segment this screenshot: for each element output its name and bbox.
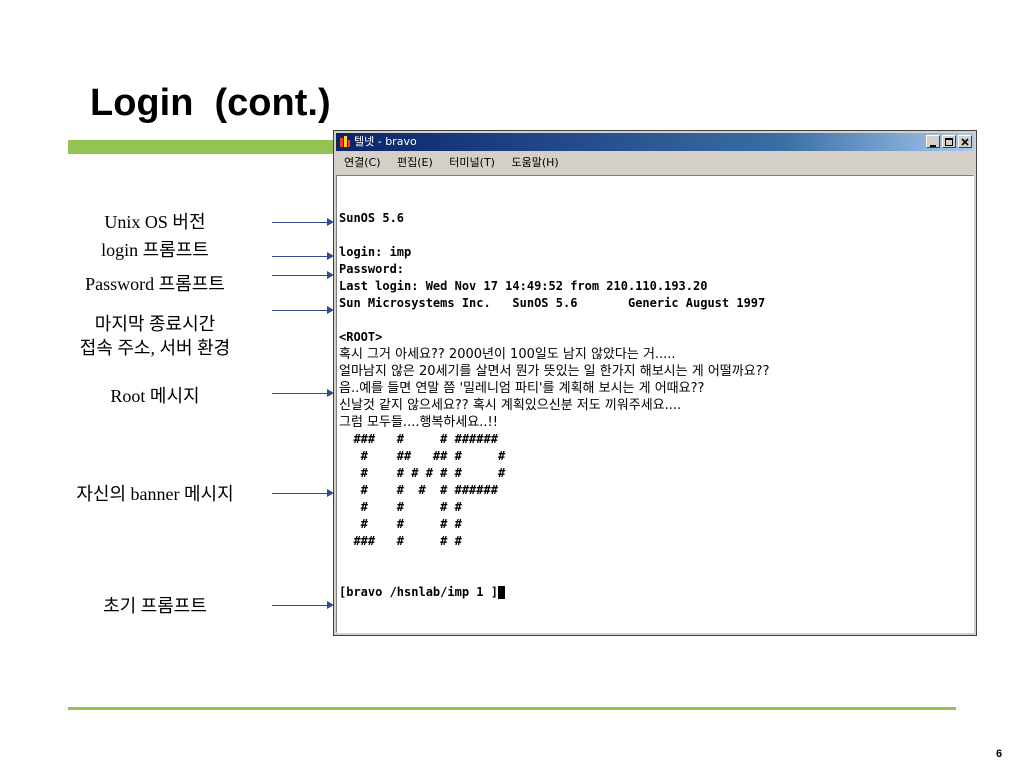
terminal-line-banner: # ## ## # # [339, 449, 506, 463]
terminal-line-banner: # # # # # # # [339, 466, 506, 480]
menu-terminal[interactable]: 터미널(T) [449, 156, 495, 169]
annotation-banner-message: 자신의 banner 메시지 [76, 484, 234, 504]
title-accent-bar [68, 140, 334, 154]
annotation-root-message: Root 메시지 [110, 386, 200, 406]
terminal-line-root-message: 혹시 그거 아세요?? 2000년이 100일도 남지 않았다는 거..... [339, 347, 676, 362]
terminal-cursor [497, 586, 505, 599]
terminal-line-os-version: SunOS 5.6 [339, 211, 405, 225]
terminal-line-blank [339, 227, 973, 244]
terminal-line-banner: # # # # [339, 500, 462, 514]
arrow-root-message [272, 389, 334, 397]
telnet-app-icon [340, 136, 350, 147]
terminal-line-root-tag: <ROOT> [339, 330, 383, 344]
annotation-last-login: 마지막 종료시간 접속 주소, 서버 환경 [79, 314, 231, 358]
terminal-line-login: login: imp [339, 245, 412, 259]
slide-title: Login (cont.) [90, 82, 331, 124]
minimize-icon [930, 145, 936, 147]
arrow-initial-prompt [272, 601, 334, 609]
terminal-line-last-login: Last login: Wed Nov 17 14:49:52 from 210… [339, 279, 708, 293]
maximize-icon [945, 138, 953, 146]
telnet-window: 텔넷 - bravo 연결(C) 편집(E) 터미널(T) 도움말(H) Sun… [333, 130, 977, 636]
annotation-login-prompt: login 프롬프트 [101, 240, 209, 260]
terminal-line-root-message: 얼마남지 않은 20세기를 살면서 뭔가 뜻있는 일 한가지 해보시는 게 어떨… [339, 364, 770, 379]
footer-accent-bar [68, 707, 956, 710]
terminal-line-password: Password: [339, 262, 405, 276]
arrow-password-prompt [272, 271, 334, 279]
terminal-line-banner: # # # # ###### [339, 483, 498, 497]
menu-help[interactable]: 도움말(H) [511, 156, 559, 169]
terminal-line-system-info: Sun Microsystems Inc. SunOS 5.6 Generic … [339, 296, 766, 310]
arrow-last-login [272, 306, 334, 314]
terminal-line-banner: ### # # # [339, 534, 462, 548]
annotation-initial-prompt: 초기 프롬프트 [103, 596, 207, 616]
arrow-login-prompt [272, 252, 334, 260]
terminal-line-blank [339, 312, 973, 329]
terminal-line-blank [339, 550, 973, 567]
page-number: 6 [996, 748, 1003, 760]
close-icon [961, 138, 969, 146]
menu-bar: 연결(C) 편집(E) 터미널(T) 도움말(H) [336, 153, 974, 173]
terminal-line-banner: # # # # [339, 517, 462, 531]
terminal-line-root-message: 그럼 모두들....행복하세요..!! [339, 415, 498, 430]
arrow-banner-message [272, 489, 334, 497]
menu-edit[interactable]: 편집(E) [397, 156, 433, 169]
terminal-line-blank [339, 567, 973, 584]
annotation-unix-os-version: Unix OS 버전 [104, 212, 206, 232]
terminal-prompt-line: [bravo /hsnlab/imp 1 ] [339, 584, 973, 601]
close-button[interactable] [958, 135, 972, 148]
terminal-prompt: [bravo /hsnlab/imp 1 ] [339, 585, 498, 599]
annotation-password-prompt: Password 프롬프트 [85, 274, 225, 294]
menu-connect[interactable]: 연결(C) [344, 156, 381, 169]
maximize-button[interactable] [942, 135, 956, 148]
window-titlebar[interactable]: 텔넷 - bravo [336, 133, 974, 151]
terminal-line-root-message: 신날것 같지 않으세요?? 혹시 계획있으신분 저도 끼워주세요.... [339, 398, 682, 413]
window-title: 텔넷 - bravo [354, 135, 417, 148]
terminal-line-banner: ### # # ###### [339, 432, 498, 446]
terminal-area[interactable]: SunOS 5.6 login: imp Password: Last logi… [336, 175, 974, 633]
arrow-unix-os-version [272, 218, 334, 226]
minimize-button[interactable] [926, 135, 940, 148]
terminal-line-root-message: 음..예를 들면 연말 쯤 '밀레니엄 파티'를 계획해 보시는 게 어때요?? [339, 381, 705, 396]
